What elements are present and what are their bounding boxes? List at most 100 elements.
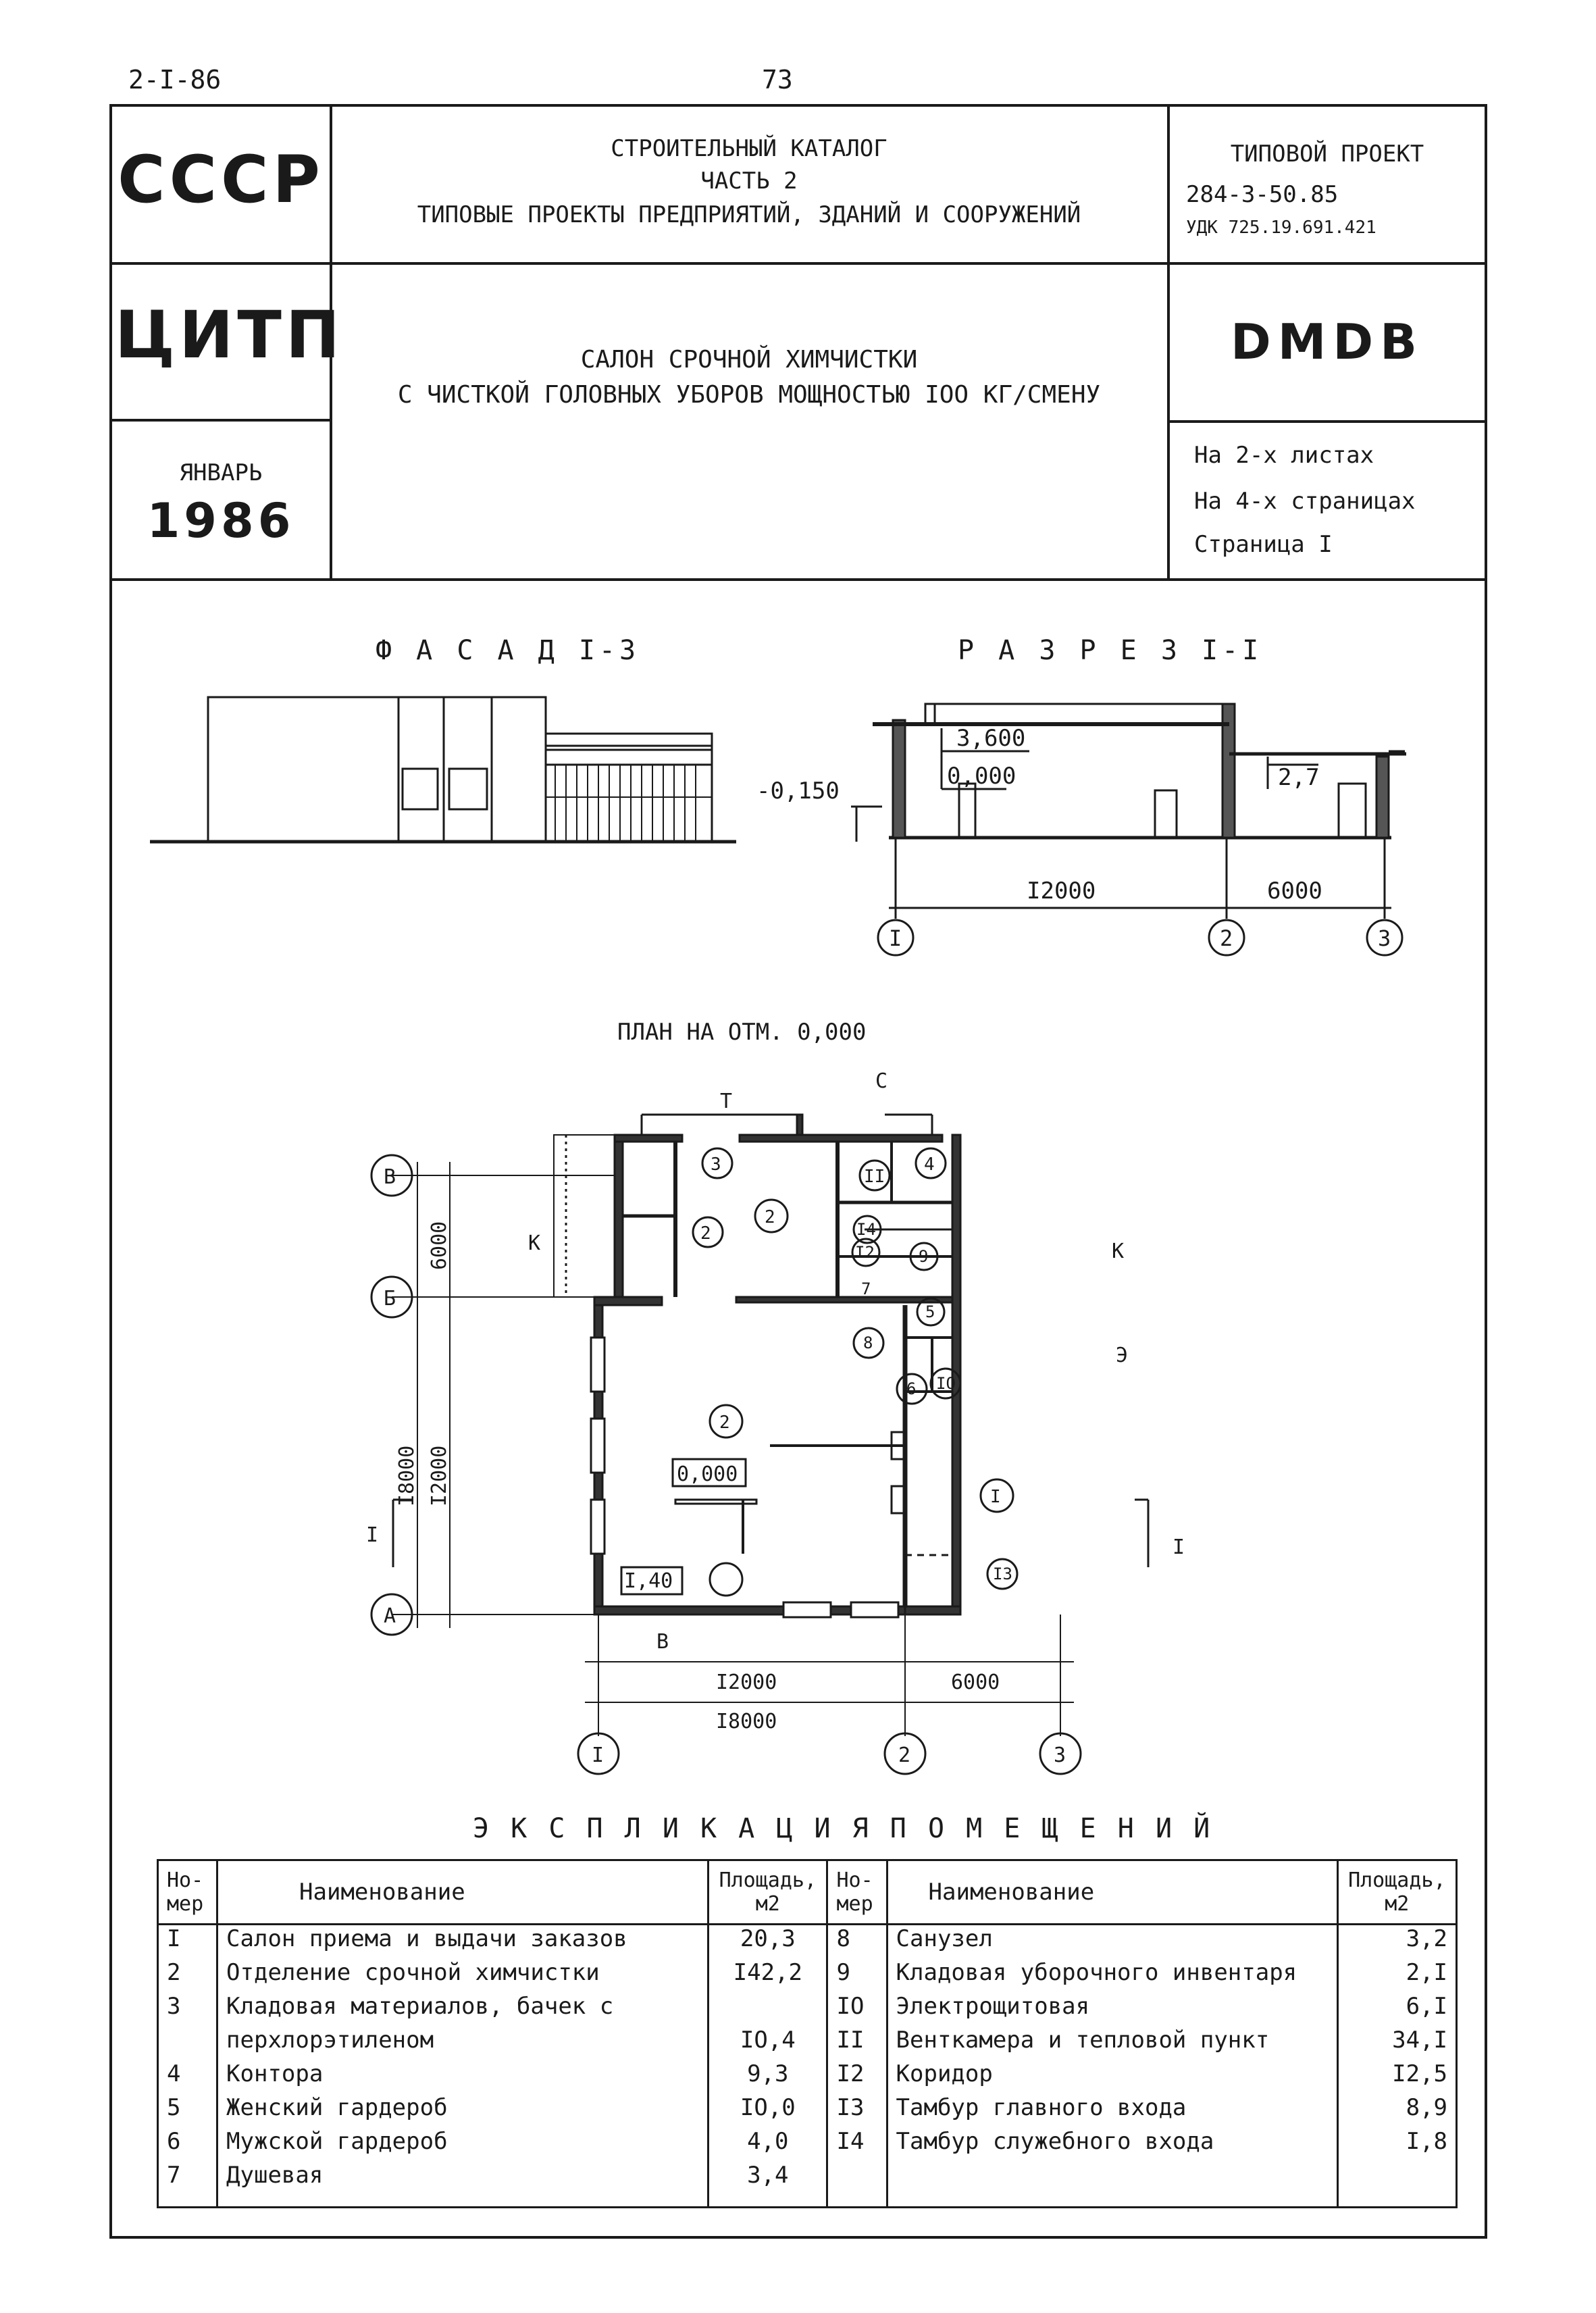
- room-label-1: I: [990, 1487, 1001, 1507]
- room-label-9: 9: [919, 1247, 928, 1266]
- plan-title: ПЛАН НА ОТМ. 0,000: [617, 1019, 867, 1046]
- row-num: II: [826, 2027, 888, 2060]
- section-title: Р А З Р Е З I-I: [958, 635, 1263, 666]
- row-area: 9,3: [707, 2060, 829, 2094]
- room-label-6: 6: [906, 1379, 916, 1398]
- row-num: 7: [156, 2162, 219, 2208]
- row-num: IO: [826, 1993, 888, 2027]
- room-label-8: 8: [863, 1333, 873, 1352]
- row-name: Санузел: [885, 1924, 1339, 1959]
- row-name: Тамбур служебного входа: [885, 2128, 1339, 2162]
- plan-entry-k-left: К: [528, 1231, 540, 1255]
- sheet-frame: [109, 104, 1487, 2239]
- room-label-2c: 2: [719, 1413, 730, 1433]
- issue-year: 1986: [147, 493, 295, 549]
- room-label-7: 7: [861, 1279, 871, 1298]
- plan-dim-18000-v: I8000: [395, 1446, 419, 1506]
- room-label-11: II: [864, 1167, 885, 1187]
- plan-section-mark-left: I: [366, 1523, 378, 1547]
- col-area-header-2: Площадь, м2: [1336, 1859, 1458, 1925]
- row-name: Контора: [216, 2060, 710, 2094]
- plan-dim-18000-h: I8000: [716, 1710, 777, 1733]
- row-area: 8,9: [1336, 2094, 1458, 2128]
- explication-row: 3 Кладовая материалов, бачек с IO Электр…: [156, 1993, 1458, 2027]
- doc-code: 2-I-86: [128, 65, 222, 95]
- explication-row: перхлорэтиленом IO,4 II Венткамера и теп…: [156, 2027, 1458, 2060]
- room-label-5: 5: [925, 1302, 935, 1321]
- row-area: 3,4: [707, 2162, 829, 2208]
- catalog-line-1: СТРОИТЕЛЬНЫЙ КАТАЛОГ: [611, 135, 887, 162]
- row-num: 8: [826, 1924, 888, 1959]
- row-area: IO,0: [707, 2094, 829, 2128]
- row-name: Женский гардероб: [216, 2094, 710, 2128]
- section-elev-top: 3,600: [956, 725, 1025, 752]
- plan-axis-2: 2: [898, 1744, 910, 1767]
- row-area: 34,I: [1336, 2027, 1458, 2060]
- row-num: 9: [826, 1959, 888, 1993]
- title-row-line-2b: [1167, 420, 1487, 423]
- section-axis-1: I: [889, 925, 902, 951]
- row-name: [885, 2162, 1339, 2208]
- row-name: Салон приема и выдачи заказов: [216, 1924, 710, 1959]
- section-elev-zero: 0,000: [947, 763, 1016, 790]
- row-name: Электрощитовая: [885, 1993, 1339, 2027]
- section-elev-ground: -0,150: [756, 778, 840, 805]
- section-dim-annex: 6000: [1267, 878, 1322, 905]
- room-label-10: IO: [936, 1374, 956, 1393]
- current-page: Страница I: [1194, 531, 1333, 558]
- row-area: 4,0: [707, 2128, 829, 2162]
- row-area: 20,3: [707, 1924, 829, 1959]
- row-area: [707, 1993, 829, 2027]
- row-num: I3: [826, 2094, 888, 2128]
- row-name: Тамбур главного входа: [885, 2094, 1339, 2128]
- project-number: 284-3-50.85: [1186, 181, 1339, 208]
- row-name: Отделение срочной химчистки: [216, 1959, 710, 1993]
- explication-header-row: Но- мер Наименование Площадь, м2 Но- мер…: [156, 1859, 1458, 1925]
- row-name: Кладовая материалов, бачек с: [216, 1993, 710, 2027]
- room-label-4: 4: [924, 1154, 935, 1175]
- row-num: I: [156, 1924, 219, 1959]
- row-name: Душевая: [216, 2162, 710, 2208]
- room-label-2a: 2: [700, 1223, 711, 1244]
- plan-dim-6000-h: 6000: [951, 1671, 1000, 1694]
- pages-count: На 4-х страницах: [1194, 488, 1416, 515]
- plan-axis-b: Б: [384, 1287, 396, 1311]
- explication-row: 5 Женский гардероб IO,0 I3 Тамбур главно…: [156, 2094, 1458, 2128]
- facade-title: Ф А С А Д I-3: [376, 635, 640, 666]
- section-elev-annex: 2,7: [1278, 764, 1319, 791]
- col-name-header-2: Наименование: [885, 1859, 1339, 1925]
- page-number: 73: [762, 65, 793, 95]
- title-divider-1: [330, 104, 332, 578]
- catalog-line-2: ЧАСТЬ 2: [700, 168, 798, 195]
- plan-axis-v: В: [384, 1165, 396, 1189]
- plan-entry-s: С: [875, 1069, 887, 1093]
- plan-entry-k-right: К: [1112, 1240, 1124, 1263]
- room-label-13: I3: [993, 1565, 1012, 1583]
- row-num: I2: [826, 2060, 888, 2094]
- plan-dim-6000-v: 6000: [428, 1221, 451, 1270]
- explication-title: Э К С П Л И К А Ц И Я П О М Е Щ Е Н И Й: [473, 1813, 1213, 1844]
- sheets-count: На 2-х листах: [1194, 442, 1374, 469]
- section-drawing: 3,600 0,000 -0,150 2,7 I2000 6000 I 2 3: [756, 703, 1406, 957]
- section-axis-3: 3: [1378, 925, 1391, 951]
- row-area: IO,4: [707, 2027, 829, 2060]
- explication-row: 2 Отделение срочной химчистки I42,2 9 Кл…: [156, 1959, 1458, 1993]
- plan-dim-12000-v: I2000: [428, 1446, 451, 1506]
- row-num: 6: [156, 2128, 219, 2162]
- explication-table: Но- мер Наименование Площадь, м2 Но- мер…: [156, 1859, 1458, 2208]
- plan-axis-3: 3: [1054, 1744, 1066, 1767]
- plan-entry-t: Т: [720, 1090, 732, 1113]
- row-area: I2,5: [1336, 2060, 1458, 2094]
- section-axis-2: 2: [1220, 925, 1233, 951]
- row-area: 3,2: [1336, 1924, 1458, 1959]
- row-area: 2,I: [1336, 1959, 1458, 1993]
- row-name: Кладовая уборочного инвентаря: [885, 1959, 1339, 1993]
- floor-plan-drawing: В Б А I 2 3 6000 I2000 I8000 I2000 6000 …: [366, 1069, 1185, 1775]
- catalog-line-3: ТИПОВЫЕ ПРОЕКТЫ ПРЕДПРИЯТИЙ, ЗДАНИЙ И СО…: [417, 201, 1081, 228]
- title-divider-2: [1167, 104, 1170, 578]
- row-num: [826, 2162, 888, 2208]
- col-num-header: Но- мер: [156, 1859, 219, 1925]
- plan-elev-step: I,40: [624, 1569, 673, 1593]
- subject-line-1: САЛОН СРОЧНОЙ ХИМЧИСТКИ: [580, 346, 918, 374]
- udk-code: УДК 725.19.691.421: [1186, 218, 1376, 238]
